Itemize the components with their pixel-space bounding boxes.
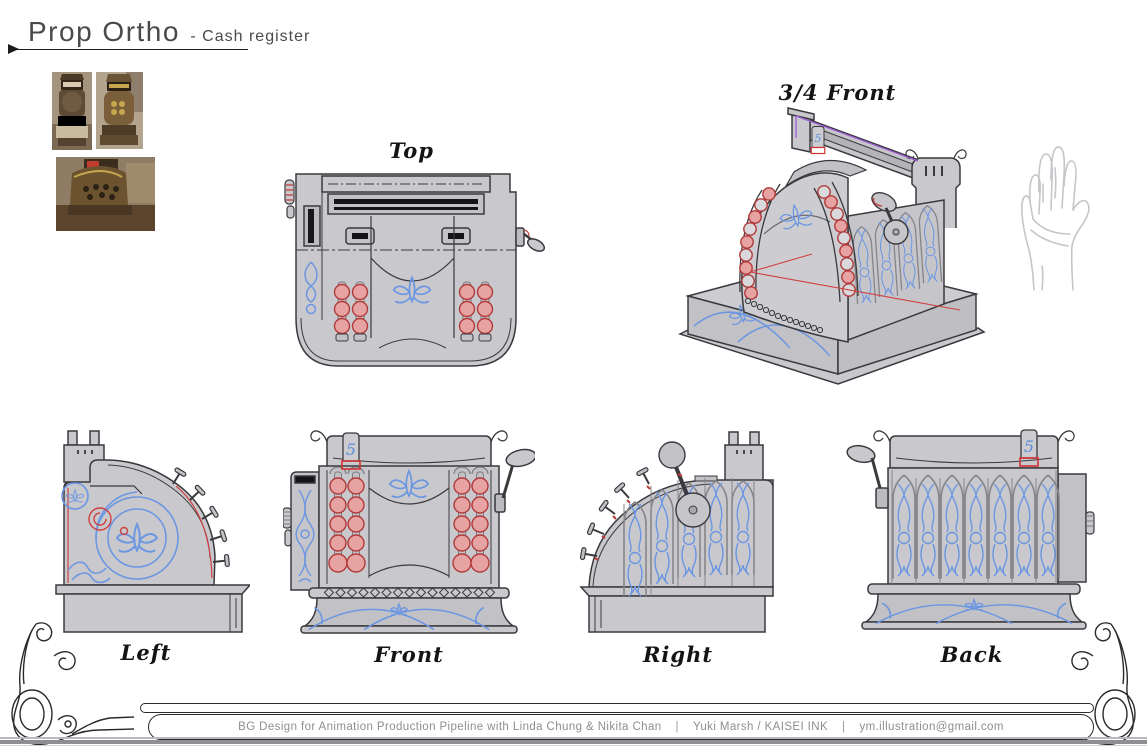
view-label-front34: 3/4 Front bbox=[778, 80, 897, 105]
three-quarter-front-drawing: 5 bbox=[678, 107, 986, 385]
bottom-rule-3 bbox=[0, 744, 1147, 746]
header: Prop Ortho - Cash register bbox=[28, 16, 310, 48]
footer-artist: Yuki Marsh / KAISEI INK bbox=[692, 721, 829, 733]
footer-separator: | bbox=[675, 721, 679, 733]
front-left-knob bbox=[283, 507, 292, 547]
front-view-drawing: 5 bbox=[283, 430, 535, 634]
view-label-right: Right bbox=[642, 642, 714, 667]
reference-photo-2 bbox=[96, 72, 143, 149]
bottom-rule-1 bbox=[0, 737, 1147, 739]
title-underline bbox=[10, 49, 248, 50]
key-flag-value-34front: 5 bbox=[815, 132, 822, 145]
top-view-drawing bbox=[284, 173, 546, 367]
key-flag-value-back: 5 bbox=[1024, 437, 1034, 456]
right-view-drawing bbox=[579, 431, 774, 633]
bottom-rule-2 bbox=[0, 740, 1147, 744]
view-label-front: Front bbox=[374, 642, 444, 667]
page-subtitle: - Cash register bbox=[190, 28, 311, 45]
left-view-drawing bbox=[55, 430, 250, 633]
reference-photo-1 bbox=[52, 72, 92, 150]
page-title: Prop Ortho bbox=[28, 16, 180, 47]
footer-band: BG Design for Animation Production Pipel… bbox=[148, 714, 1094, 740]
key-flag-value-front: 5 bbox=[346, 440, 356, 459]
view-label-top: Top bbox=[389, 138, 434, 163]
top-knob bbox=[284, 179, 295, 219]
corner-flourish-left bbox=[11, 622, 134, 746]
view-label-left: Left bbox=[120, 640, 172, 665]
footer-email: ym.illustration@gmail.com bbox=[859, 721, 1004, 733]
footer-separator: | bbox=[842, 721, 846, 733]
reference-photo-3 bbox=[56, 157, 155, 231]
hand-scale-sketch bbox=[1021, 146, 1090, 291]
view-label-back: Back bbox=[940, 642, 1004, 667]
footer-credit: BG Design for Animation Production Pipel… bbox=[238, 721, 662, 733]
back-view-drawing: 5 bbox=[846, 429, 1095, 630]
back-right-knob bbox=[1085, 511, 1095, 535]
footer-band-upper bbox=[140, 703, 1094, 713]
